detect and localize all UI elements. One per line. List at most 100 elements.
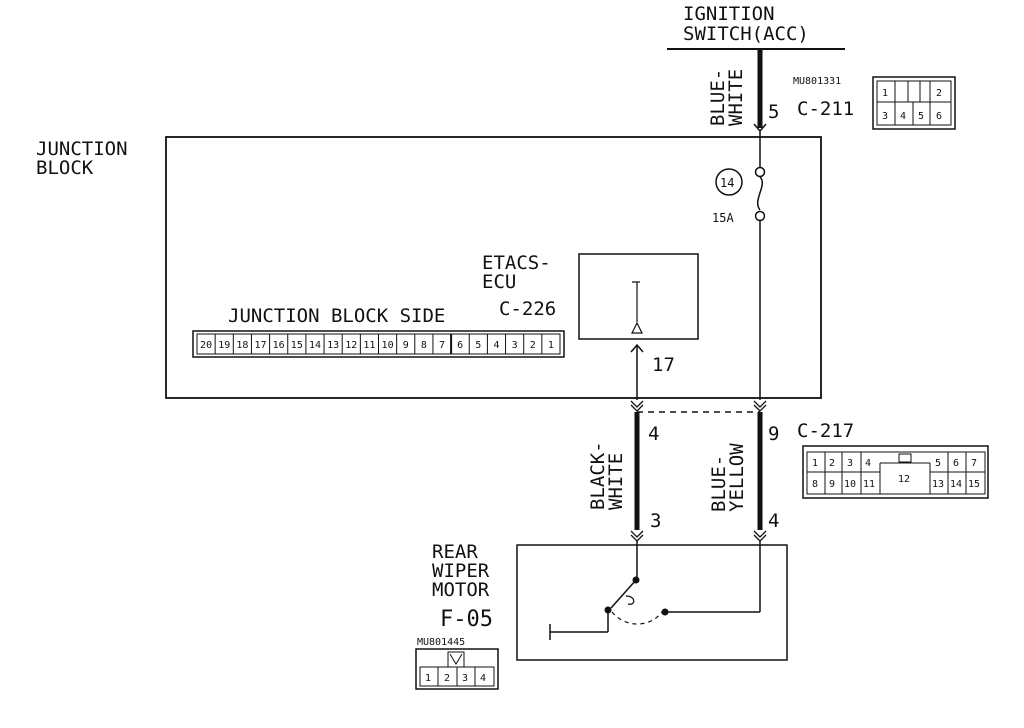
c211-pin: 5 <box>918 111 924 122</box>
ignition-label-2: SWITCH(ACC) <box>683 23 809 45</box>
wire-label-left-2: WHITE <box>605 453 627 510</box>
motor-left-terminal <box>630 530 644 542</box>
c217-pin: 13 <box>932 479 944 490</box>
motor-right-terminal <box>753 530 767 542</box>
etacs-label-1: ETACS- <box>482 252 551 274</box>
c217-left-terminal <box>630 400 644 412</box>
motor-switch-arm <box>610 579 637 609</box>
fuse-terminal-top <box>754 166 766 178</box>
wire-label-right: BLUE- YELLOW <box>708 443 748 512</box>
c217-pin: 7 <box>971 458 977 469</box>
motor-contact-right <box>661 608 669 616</box>
jb-pin: 13 <box>327 340 339 351</box>
c211-pin: 4 <box>900 111 906 122</box>
fuse-number: 14 <box>720 176 734 190</box>
motor-label-3: MOTOR <box>432 579 490 601</box>
motor-connector-label: F-05 <box>440 607 493 632</box>
f05-pin: 1 <box>425 673 431 684</box>
c217-pin: 5 <box>935 458 941 469</box>
c217-pin: 12 <box>898 474 910 485</box>
c211-connector-label: C-211 <box>797 98 854 120</box>
etacs-terminal-mark <box>630 343 644 353</box>
c217-pin-left: 4 <box>648 423 659 445</box>
c211-pin: 6 <box>936 111 942 122</box>
etacs-label-2: ECU <box>482 271 516 293</box>
fuse-terminal-bottom <box>754 210 766 222</box>
c217-pin: 14 <box>950 479 962 490</box>
wire-label-left-1: BLACK- <box>587 441 609 510</box>
jb-pin: 16 <box>273 340 285 351</box>
jb-pin: 9 <box>403 340 409 351</box>
motor-pin-right: 4 <box>768 510 779 532</box>
motor-cam-arc <box>611 611 663 625</box>
c217-pin: 9 <box>829 479 835 490</box>
jb-pin: 10 <box>382 340 394 351</box>
fuse-number-circle <box>715 168 743 196</box>
c217-pin: 15 <box>968 479 980 490</box>
c217-pin: 6 <box>953 458 959 469</box>
jb-pin: 18 <box>236 340 248 351</box>
fuse-element <box>757 176 763 211</box>
f05-pin: 4 <box>480 673 486 684</box>
jb-pin: 20 <box>200 340 212 351</box>
wire-label-top: BLUE- WHITE <box>707 69 747 126</box>
motor-box <box>516 544 788 661</box>
jb-pin: 1 <box>548 340 554 351</box>
jb-pin: 14 <box>309 340 321 351</box>
jb-pin: 8 <box>421 340 427 351</box>
junction-block-label-1: JUNCTION <box>36 138 128 160</box>
jb-pin: 4 <box>493 340 499 351</box>
c217-pin: 2 <box>829 458 835 469</box>
c217-connector: 1 2 3 4 5 6 7 8 9 10 11 12 13 14 15 <box>802 445 989 499</box>
etacs-connector-label: C-226 <box>499 298 556 320</box>
motor-pin-left: 3 <box>650 510 661 532</box>
c211-pin-number: 5 <box>768 101 779 123</box>
c211-pin: 1 <box>882 88 888 99</box>
jb-pin: 11 <box>363 340 375 351</box>
c211-pin: 2 <box>936 88 942 99</box>
jb-pin: 17 <box>255 340 267 351</box>
c211-connector: 1 2 3 4 5 6 <box>872 76 956 130</box>
motor-label-2: WIPER <box>432 560 490 582</box>
etacs-ecu-box <box>578 253 699 340</box>
wire-label-left: BLACK- WHITE <box>587 441 627 510</box>
jb-pin: 5 <box>475 340 481 351</box>
wire-label-right-1: BLUE- <box>708 455 730 512</box>
jb-pin: 19 <box>218 340 230 351</box>
jb-pin: 15 <box>291 340 303 351</box>
etacs-pin: 17 <box>652 354 675 376</box>
c217-pin: 3 <box>847 458 853 469</box>
c217-pin-right: 9 <box>768 423 779 445</box>
wire-label-right-2: YELLOW <box>726 443 748 512</box>
jb-pin: 6 <box>457 340 463 351</box>
c217-connector-label: C-217 <box>797 420 854 442</box>
motor-label-1: REAR <box>432 541 478 563</box>
jb-side-label: JUNCTION BLOCK SIDE <box>228 305 445 327</box>
jb-pin: 2 <box>530 340 536 351</box>
jb-pin: 3 <box>512 340 518 351</box>
jb-pin: 12 <box>345 340 357 351</box>
junction-block-label-2: BLOCK <box>36 157 94 179</box>
f05-pin: 2 <box>444 673 450 684</box>
jb-side-connector: 20 19 18 17 16 15 14 13 12 11 10 9 8 7 6 5 4 3 2 1 <box>192 330 565 358</box>
ignition-label-1: IGNITION <box>683 3 775 25</box>
junction-block-box <box>165 136 822 399</box>
f05-pin: 3 <box>462 673 468 684</box>
c211-part-number: MU801331 <box>793 76 841 87</box>
wire-label-top-2: WHITE <box>725 69 747 126</box>
etacs-ground-symbol <box>631 321 643 334</box>
wire-label-top-1: BLUE- <box>707 69 729 126</box>
c217-pin: 8 <box>812 479 818 490</box>
jb-pin-row: 20 19 18 17 16 15 14 13 12 11 10 9 8 7 6 5 4 3 2 1 <box>200 334 554 354</box>
fuse-rating: 15A <box>712 211 734 225</box>
jb-pin: 7 <box>439 340 445 351</box>
c217-right-terminal <box>753 400 767 412</box>
etacs-switch-line <box>632 281 640 322</box>
motor-switch-spring <box>625 595 635 605</box>
c217-pin: 4 <box>865 458 871 469</box>
c217-pin: 1 <box>812 458 818 469</box>
f05-connector: 1 2 3 4 <box>415 648 499 690</box>
c211-pin: 3 <box>882 111 888 122</box>
motor-part-number: MU801445 <box>417 637 465 648</box>
